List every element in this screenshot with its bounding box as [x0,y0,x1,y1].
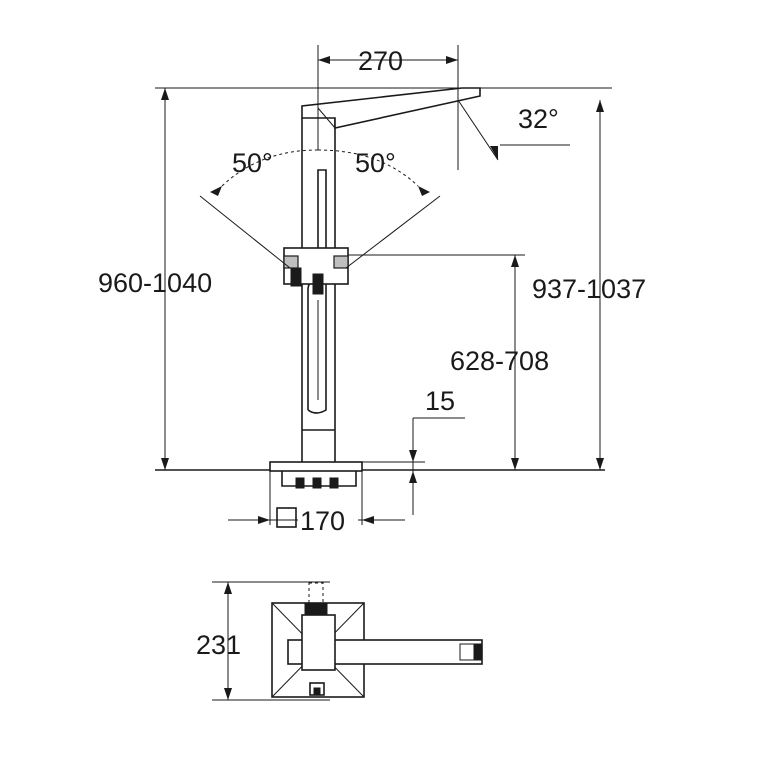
base-connector-2 [312,477,322,489]
dim-231-arrow-bottom [224,688,232,700]
dim-170-arrow-right [362,516,374,524]
dim-right-label: 937-1037 [532,274,646,304]
valve-cartridge-left [283,255,299,269]
dim-15-arrow-bottom [409,471,417,483]
base-connector-3 [329,477,339,489]
dim-left-label: 960-1040 [98,268,212,298]
dim-left-arrow-top [161,88,169,100]
plan-view: 231 [196,581,483,701]
plan-spout-end [473,643,483,661]
dim-right-arrow-bottom [596,458,604,470]
angle-left-label: 50° [232,148,273,178]
dim-270-arrow-left [318,56,330,64]
angle-right-arc [317,149,419,187]
front-view: 270 32° 50° 50° 960-1040 937-1037 628-70… [98,45,646,536]
dim-handle-arrow-bottom [511,458,519,470]
plan-valve [304,603,328,615]
plan-column [301,614,336,671]
base-connector-1 [295,477,305,489]
dim-handle-label: 628-708 [450,346,549,376]
angle-right-arrow [418,186,430,196]
dim-270-arrow-right [446,56,458,64]
plan-connector-inner [313,687,321,696]
dim-15-label: 15 [425,386,455,416]
dim-170-label-bg [298,506,358,532]
dim-170-arrow-left [258,516,270,524]
dim-270-label: 270 [358,46,403,76]
dim-231-arrow-top [224,582,232,594]
spout [301,87,481,129]
square-symbol-icon [276,507,297,528]
angle-32-line [457,99,499,161]
angle-right-label: 50° [355,148,396,178]
valve-detail-right [312,273,324,295]
angle-left-line [199,195,291,269]
angle-right-line [345,195,441,269]
dim-left-arrow-bottom [161,458,169,470]
angle-32-arrow [490,146,498,160]
dim-15-arrow-top [409,450,417,462]
dim-231-label: 231 [196,630,241,660]
valve-detail-left [290,267,302,287]
angle-left-arrow [210,186,222,196]
spout-detail [317,107,336,129]
dim-right-arrow-top [596,100,604,112]
base-plate [269,461,363,472]
plan-valve-dashed [308,582,324,604]
column-body [301,118,336,462]
dim-170-label: 170 [300,506,345,536]
dim-handle-arrow-top [511,255,519,267]
angle-32-label: 32° [518,104,559,134]
valve-cartridge-right [333,255,349,269]
hand-shower [307,169,327,414]
